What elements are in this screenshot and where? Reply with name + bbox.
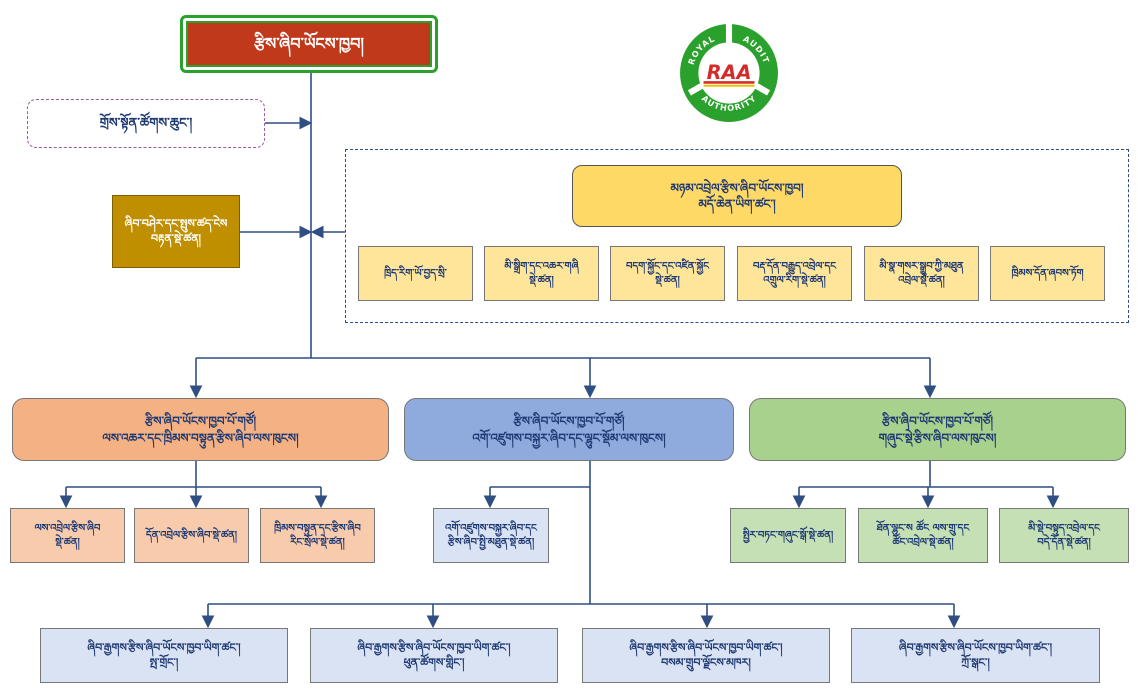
- service-line2: སྡེ་ཚན།: [529, 274, 554, 286]
- logo-center-text: RAA: [707, 61, 752, 84]
- service-line1: མི་སྣ་གསར་སྒྲུབ་ཀྱི་མཐུན: [879, 261, 964, 272]
- quality-line1: ཞིབ་བཤེར་དང་སྤུས་ཚད་ངེས: [124, 216, 228, 230]
- division-node: སྤྱིར་བཏང་གཞུང་སྒོ་སྡེ་ཚན།: [730, 508, 846, 563]
- service-node: བདག་སྐྱོང་དང་འཛིན་སྐྱོང སྡེ་ཚན།: [610, 246, 725, 301]
- division-line1: འགོ་འཛུགས་བསྐྱར་ཞིབ་དང: [445, 523, 537, 534]
- department-node-performance: རྩིས་ཞིབ་ཡོངས་ཁྱབ་པོ་གཙོ། ལས་འཆར་དང་ཁྲིམ…: [12, 398, 389, 461]
- division-line1: དོན་འབྲེལ་རྩིས་ཞིབ་སྡེ་ཚན།: [145, 529, 238, 541]
- regional-office-title: ཞིབ་རྒྱགས་རྩིས་ཞིབ་ཡོངས་ཁྱབ་ཡིག་ཚང་།: [87, 640, 241, 654]
- regional-office-location: སྤ་གྲོང་།: [149, 655, 179, 669]
- division-line2: སྡེ་ཚན།: [55, 536, 80, 548]
- service-node: ཁྲིམས་དོན་ཞབས་ཏོག: [990, 246, 1105, 301]
- service-line1: ཁྲིད་རིག་ཡོ་བྱད་སྲི་: [384, 267, 447, 279]
- division-line2: རིང་སྲོལ་སྡེ་ཚན།: [290, 536, 345, 548]
- regional-office-node: ཞིབ་རྒྱགས་རྩིས་ཞིབ་ཡོངས་ཁྱབ་ཡིག་ཚང་། བསམ…: [582, 628, 830, 683]
- division-line1: ལས་འབྲེལ་རྩིས་ཞིབ: [34, 523, 101, 534]
- department-node-public-sector: རྩིས་ཞིབ་ཡོངས་ཁྱབ་པོ་གཙོ། གཞུང་སྡེ་རྩིས་…: [749, 398, 1126, 461]
- regional-office-location: བསམ་གྲུབ་ལྗོངས་མཁར།: [661, 655, 751, 669]
- dag-secretariat-node: མཉམ་འབྲེལ་རྩིས་ཞིབ་ཡོངས་ཁྱབ། མདོ་ཆེན་ཡིག…: [572, 165, 902, 227]
- quality-line2: བརྟན་སྡེ་ཚན།: [151, 231, 201, 245]
- division-node: དོན་འབྲེལ་རྩིས་ཞིབ་སྡེ་ཚན།: [134, 508, 249, 563]
- service-line2: འབྲེལ་སྡེ་ཚན།: [898, 274, 945, 286]
- regional-office-node: ཞིབ་རྒྱགས་རྩིས་ཞིབ་ཡོངས་ཁྱབ་ཡིག་ཚང་། ཕུན…: [310, 628, 558, 683]
- regional-office-title: ཞིབ་རྒྱགས་རྩིས་ཞིབ་ཡོངས་ཁྱབ་ཡིག་ཚང་།: [898, 640, 1053, 654]
- division-line1: མི་སྡེ་བསྟུད་འབྲེལ་དང: [1028, 523, 1100, 534]
- service-line1: བརྡ་དོན་བརྒྱུད་འབྲེལ་དང: [752, 261, 837, 272]
- services-group-frame: [345, 149, 1129, 323]
- advisory-label: གྲོས་སྟོན་ཚོགས་ཆུང་།: [99, 115, 193, 131]
- service-node: མི་སྣ་གསར་སྒྲུབ་ཀྱི་མཐུན འབྲེལ་སྡེ་ཚན།: [864, 246, 979, 301]
- service-node: མི་སྒྲིག་དང་འཆར་གཞི སྡེ་ཚན།: [484, 246, 599, 301]
- regional-office-node: ཞིབ་རྒྱགས་རྩིས་ཞིབ་ཡོངས་ཁྱབ་ཡིག་ཚང་། ཀྲོ…: [851, 628, 1100, 683]
- division-line2: བདེ་དོན་སྡེ་ཚན།: [1037, 536, 1091, 548]
- department-node-followup: རྩིས་ཞིབ་ཡོངས་ཁྱབ་པོ་གཙོ། འགོ་འཛུགས་བསྐྱ…: [404, 398, 734, 461]
- service-line1: མི་སྒྲིག་དང་འཆར་གཞི: [504, 261, 579, 272]
- service-line2: སྡེ་ཚན།: [655, 274, 680, 286]
- regional-office-title: ཞིབ་རྒྱགས་རྩིས་ཞིབ་ཡོངས་ཁྱབ་ཡིག་ཚང་།: [357, 640, 511, 654]
- division-node: ལས་འབྲེལ་རྩིས་ཞིབ སྡེ་ཚན།: [10, 508, 125, 563]
- division-node: མི་སྡེ་བསྟུད་འབྲེལ་དང བདེ་དོན་སྡེ་ཚན།: [999, 508, 1129, 563]
- regional-office-title: ཞིབ་རྒྱགས་རྩིས་ཞིབ་ཡོངས་ཁྱབ་ཡིག་ཚང་།: [629, 640, 783, 654]
- department-subtitle: གཞུང་སྡེ་རྩིས་ཞིབ་ལས་ཁུངས།: [878, 430, 997, 445]
- division-node: ཁྲིམས་བསྟུན་དང་རྩིས་ཞིབ རིང་སྲོལ་སྡེ་ཚན།: [260, 508, 375, 563]
- department-title: རྩིས་ཞིབ་ཡོངས་ཁྱབ་པོ་གཙོ།: [513, 414, 625, 429]
- raa-logo: ROYAL AUDIT AUTHORITY RAA: [680, 22, 778, 122]
- service-line1: བདག་སྐྱོང་དང་འཛིན་སྐྱོང: [625, 261, 709, 272]
- dag-line2: མདོ་ཆེན་ཡིག་ཚང་།: [698, 197, 776, 211]
- division-node: འགོ་འཛུགས་བསྐྱར་ཞིབ་དང རྩིས་ཞིབ་སྤྱི་མཐུ…: [433, 508, 549, 563]
- department-subtitle: འགོ་འཛུགས་བསྐྱར་ཞིབ་དང་ལྷུང་སྡོམ་ལས་ཁུངས…: [472, 430, 666, 445]
- auditor-general-node: རྩིས་ཞིབ་ཡོངས་ཁྱབ།: [186, 21, 432, 67]
- regional-office-location: ཕུན་ཚོགས་གླིང་།: [403, 655, 465, 669]
- department-subtitle: ལས་འཆར་དང་ཁྲིམས་བསྟུན་རྩིས་ཞིབ་ལས་ཁུངས།: [102, 430, 299, 445]
- auditor-general-label: རྩིས་ཞིབ་ཡོངས་ཁྱབ།: [254, 34, 364, 54]
- advisory-committee-node: གྲོས་སྟོན་ཚོགས་ཆུང་།: [27, 99, 265, 148]
- division-line2: ཚོང་འབྲེལ་སྡེ་ཚན།: [892, 536, 954, 548]
- division-line1: ཁྲིམས་བསྟུན་དང་རྩིས་ཞིབ: [274, 523, 361, 534]
- department-title: རྩིས་ཞིབ་ཡོངས་ཁྱབ་པོ་གཙོ།: [881, 414, 994, 429]
- service-line2: འགྲུལ་རིག་སྡེ་ཚན།: [763, 274, 826, 286]
- division-line1: སྤྱིར་བཏང་གཞུང་སྒོ་སྡེ་ཚན།: [742, 529, 834, 541]
- quality-assurance-node: ཞིབ་བཤེར་དང་སྤུས་ཚད་ངེས བརྟན་སྡེ་ཚན།: [112, 195, 240, 268]
- division-line1: ཐོན་ལྷུང་ས ཚོང ལས་གྲུ་དང: [876, 523, 970, 534]
- service-line1: ཁྲིམས་དོན་ཞབས་ཏོག: [1011, 267, 1084, 279]
- regional-office-node: ཞིབ་རྒྱགས་རྩིས་ཞིབ་ཡོངས་ཁྱབ་ཡིག་ཚང་། སྤ་…: [40, 628, 288, 683]
- dag-line1: མཉམ་འབྲེལ་རྩིས་ཞིབ་ཡོངས་ཁྱབ།: [670, 180, 804, 195]
- service-node: བརྡ་དོན་བརྒྱུད་འབྲེལ་དང འགྲུལ་རིག་སྡེ་ཚན…: [737, 246, 852, 301]
- division-node: ཐོན་ལྷུང་ས ཚོང ལས་གྲུ་དང ཚོང་འབྲེལ་སྡེ་ཚ…: [858, 508, 988, 563]
- regional-office-location: ཀྲོ་སྒང་།: [961, 655, 990, 669]
- department-title: རྩིས་ཞིབ་ཡོངས་ཁྱབ་པོ་གཙོ།: [144, 414, 257, 429]
- service-node: ཁྲིད་རིག་ཡོ་བྱད་སྲི་: [358, 246, 473, 301]
- division-line2: རྩིས་ཞིབ་སྤྱི་མཐུན་སྡེ་ཚན།: [447, 536, 535, 548]
